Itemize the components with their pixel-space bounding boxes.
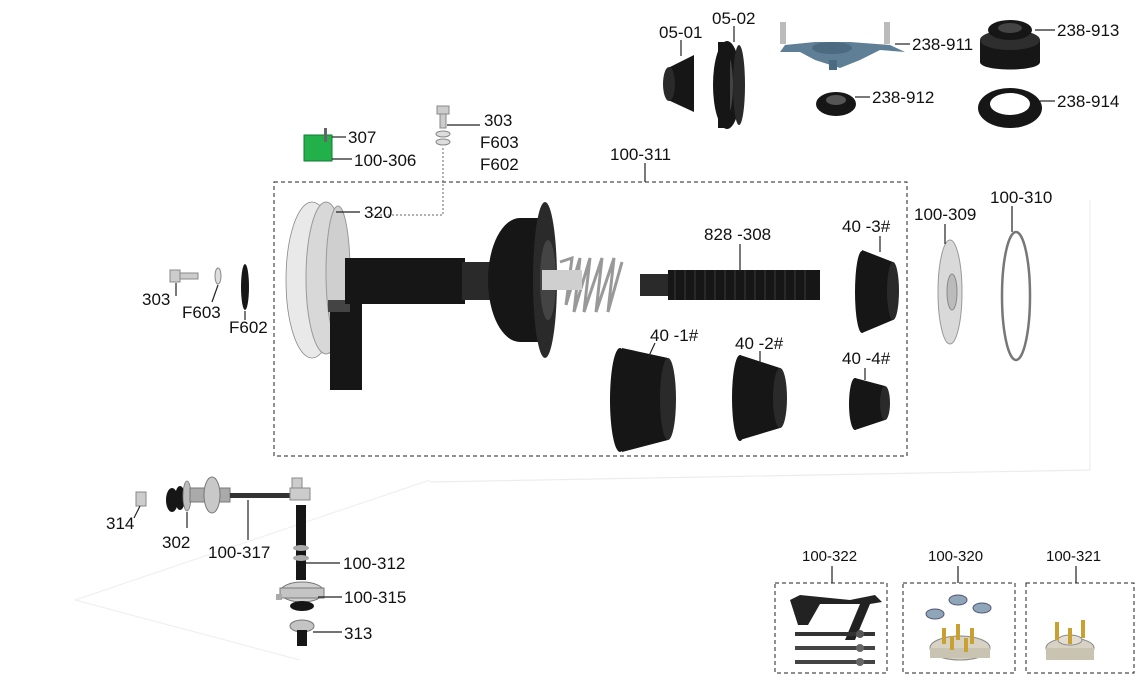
label-238-914: 238-914 <box>1057 92 1119 111</box>
ring-238-914-icon <box>978 88 1042 128</box>
adapter-plate-kit-icon <box>925 594 992 661</box>
label-F602-left: F602 <box>229 318 268 337</box>
label-238-913: 238-913 <box>1057 21 1119 40</box>
plate-100-309-icon <box>937 239 963 345</box>
kit-box-100-322 <box>774 582 888 674</box>
ring-05-02-icon <box>713 41 745 129</box>
label-303-left: 303 <box>142 290 170 309</box>
label-05-02: 05-02 <box>712 9 755 28</box>
label-307: 307 <box>348 128 376 147</box>
label-314: 314 <box>106 514 134 533</box>
washer-F603-left-icon <box>214 267 222 285</box>
leader-314 <box>133 505 141 519</box>
label-100-310: 100-310 <box>990 188 1052 207</box>
nut-314-icon <box>135 491 147 507</box>
label-100-315: 100-315 <box>344 588 406 607</box>
background-outline-2 <box>74 479 431 661</box>
label-828-308: 828 -308 <box>704 225 771 244</box>
kit-box-100-321 <box>1025 582 1135 674</box>
cone-05-01-icon <box>663 55 694 112</box>
background-outline <box>429 200 1091 483</box>
label-40-3: 40 -3# <box>842 217 891 236</box>
label-302: 302 <box>162 533 190 552</box>
spanner-tool-kit-icon <box>790 595 882 666</box>
bolt-303-top-icon <box>435 105 451 146</box>
label-F603-top: F603 <box>480 133 519 152</box>
cone-40-1-icon <box>610 348 676 452</box>
screw-shaft-100-312-icon <box>293 505 309 580</box>
cone-40-2-icon <box>732 355 787 441</box>
handwheel-100-315-icon <box>276 581 325 611</box>
cup-238-913-icon <box>980 20 1040 70</box>
label-100-309: 100-309 <box>914 205 976 224</box>
cone-40-4-icon <box>849 378 890 430</box>
label-320: 320 <box>364 203 392 222</box>
leader-F603-left <box>211 284 219 303</box>
label-100-317: 100-317 <box>208 543 270 562</box>
rod-assembly-100-317-icon <box>166 476 311 514</box>
cup-238-912-icon <box>816 92 856 116</box>
kit-box-100-320 <box>902 582 1016 674</box>
pin-adapter-kit-icon <box>1045 620 1095 660</box>
label-238-912: 238-912 <box>872 88 934 107</box>
label-F603-left: F603 <box>182 303 221 322</box>
quick-nut-238-911-icon <box>780 22 905 70</box>
wheel-balancer-shaft-assembly-icon <box>285 201 820 390</box>
circuit-board-icon <box>303 128 333 162</box>
label-100-306: 100-306 <box>354 151 416 170</box>
label-F602-top: F602 <box>480 155 519 174</box>
snap-ring-100-310-icon <box>1000 230 1032 362</box>
label-40-2: 40 -2# <box>735 334 784 353</box>
base-313-icon <box>289 619 315 646</box>
label-100-311: 100-311 <box>610 145 671 164</box>
label-05-01: 05-01 <box>659 23 702 42</box>
label-40-4: 40 -4# <box>842 349 891 368</box>
assembly-box <box>273 181 908 457</box>
label-100-320: 100-320 <box>928 548 983 565</box>
label-100-312: 100-312 <box>343 554 405 573</box>
label-100-321: 100-321 <box>1046 548 1101 565</box>
label-40-1: 40 -1# <box>650 326 699 345</box>
label-238-911: 238-911 <box>912 35 973 54</box>
label-303-top: 303 <box>484 111 512 130</box>
label-313: 313 <box>344 624 372 643</box>
label-100-322: 100-322 <box>802 548 857 565</box>
bolt-303-left-icon <box>169 269 199 283</box>
leader-40-1 <box>647 342 656 359</box>
cone-40-3-icon <box>855 250 899 333</box>
washer-F602-left-icon <box>241 264 249 310</box>
